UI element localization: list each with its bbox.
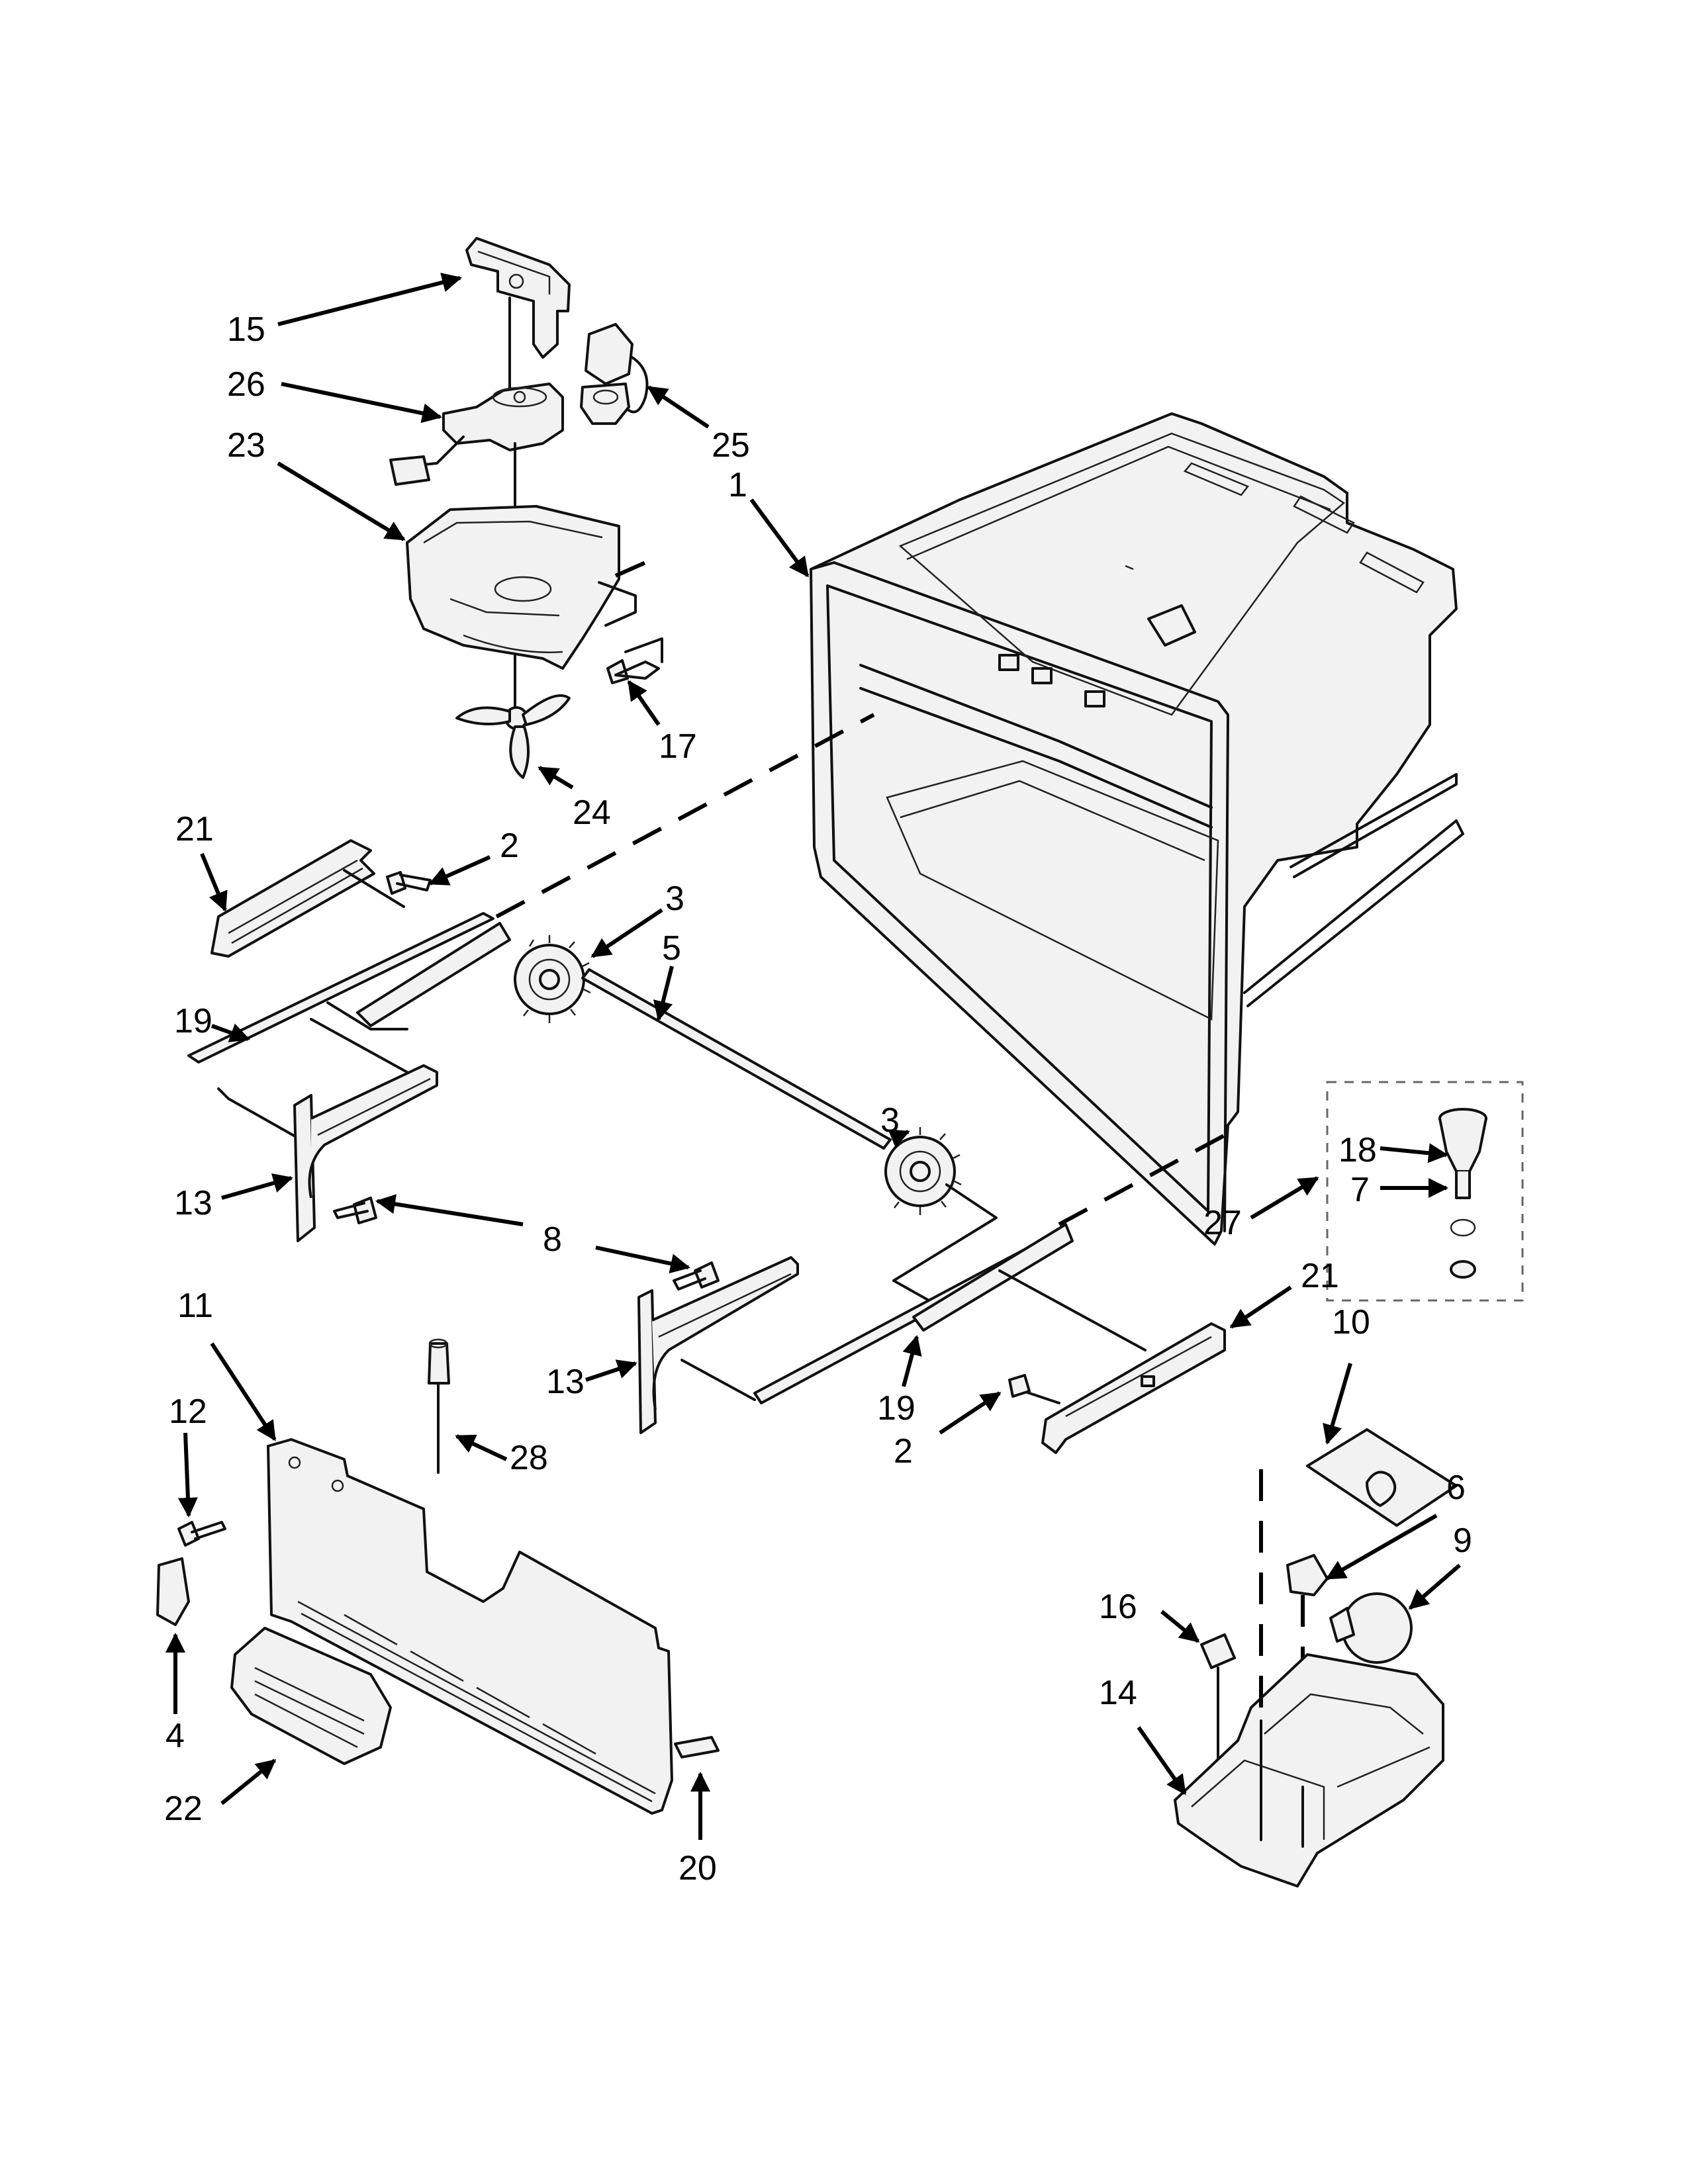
part-rail-bracket-21a [211,839,405,958]
callout-12: 12 [169,1392,207,1431]
callout-6: 6 [1446,1469,1466,1507]
part-screw-2b [1008,1374,1031,1398]
part-bracket-13b [637,1256,799,1434]
part-grille-22 [230,1627,392,1765]
part-light-housing-14 [1174,1469,1444,1888]
callout-26: 26 [227,365,265,404]
callout-8: 8 [543,1220,562,1259]
callout-7: 7 [1350,1171,1370,1209]
part-seal-strip-20 [674,1736,720,1758]
part-fan-housing-23 [406,505,647,670]
part-rear-cover-11 [267,1438,673,1815]
part-slide-rail-19b [753,1130,1233,1404]
callout-19b: 19 [877,1389,915,1428]
callout-3a: 3 [665,880,684,918]
callout-3b: 3 [880,1101,900,1140]
callout-18: 18 [1338,1131,1377,1169]
callout-21b: 21 [1301,1257,1339,1295]
part-bracket-15 [465,237,571,405]
part-bracket-4 [156,1557,190,1626]
part-slide-rail-19a [187,713,875,1143]
callout-13a: 13 [174,1184,212,1222]
part-screw-17 [606,637,663,684]
callout-17: 17 [659,727,697,766]
part-label-10 [1306,1428,1458,1527]
callout-2b: 2 [894,1432,913,1471]
part-shaft-5 [581,968,892,1150]
callout-20: 20 [679,1849,717,1888]
part-sensor-28 [428,1338,450,1474]
part-bracket-13a [293,1064,438,1242]
callout-24: 24 [573,794,611,832]
part-fan-blade-24 [455,694,571,779]
callout-13b: 13 [546,1363,585,1401]
callout-15: 15 [227,310,265,349]
callout-23: 23 [227,426,265,465]
callout-21a: 21 [175,810,214,848]
part-connector-25 [580,323,649,425]
callout-labels: 15 26 23 25 1 17 24 21 2 3 5 19 3 13 8 1… [164,310,1472,1888]
part-light-bulb-9 [1329,1592,1413,1664]
callout-5: 5 [662,929,681,968]
callout-10: 10 [1332,1303,1370,1342]
part-gear-3b [884,1127,998,1312]
callout-2a: 2 [500,827,519,865]
callout-14: 14 [1099,1674,1137,1712]
callout-16: 16 [1099,1588,1137,1626]
callout-11: 11 [177,1287,213,1325]
part-screw-2a [386,871,432,895]
leader-lines [165,273,1461,1840]
part-screw-8 [333,1197,720,1291]
part-gear-3a [514,935,591,1023]
callout-25: 25 [712,426,750,465]
callout-28: 28 [510,1439,548,1477]
part-rail-bracket-21b [1018,1322,1226,1454]
part-kit-27 [1326,1081,1524,1302]
callout-4: 4 [165,1717,185,1755]
callout-27: 27 [1203,1204,1242,1242]
callout-19a: 19 [174,1002,212,1040]
part-screw-12 [177,1521,226,1547]
callout-9: 9 [1453,1522,1472,1560]
callout-1: 1 [728,466,747,504]
callout-22: 22 [164,1790,203,1828]
part-freezer-drawer-1 [810,412,1464,1246]
